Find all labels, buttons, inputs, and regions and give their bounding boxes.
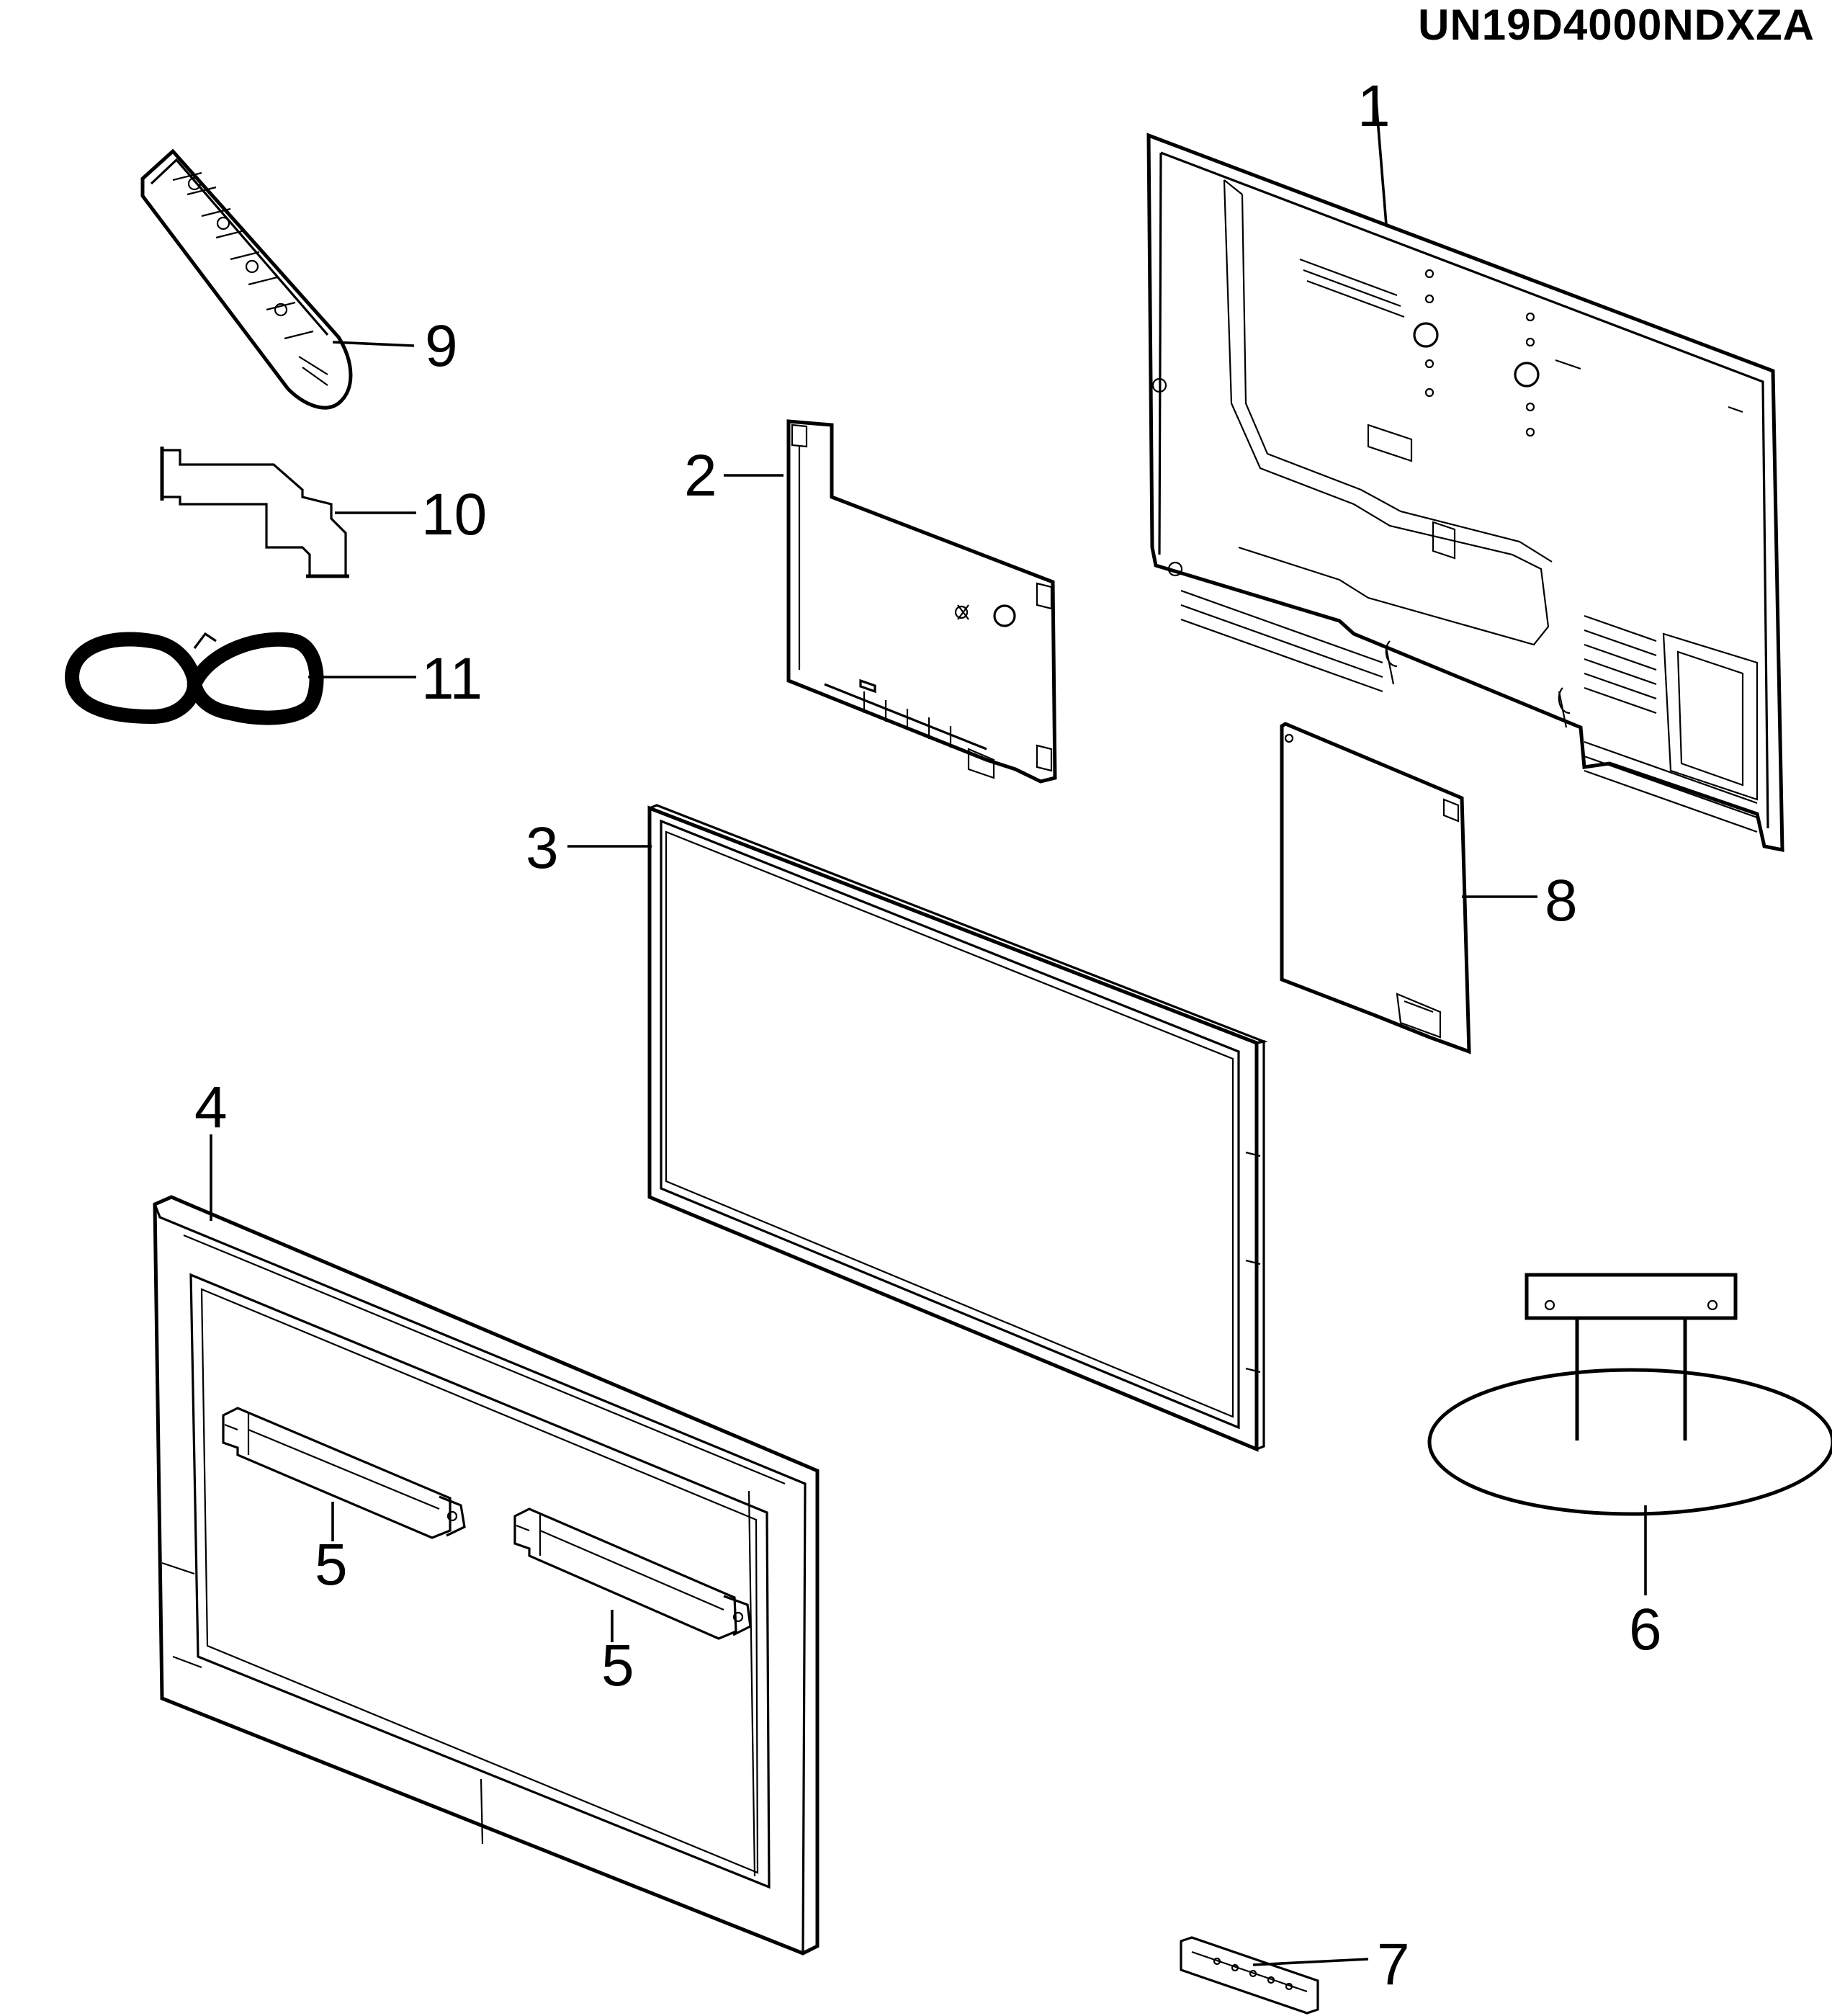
- callout-4: 4: [194, 1075, 228, 1140]
- part-6-stand: [1427, 1273, 1832, 1516]
- callout-3: 3: [526, 815, 559, 881]
- part-5-speaker-right: [513, 1507, 752, 1640]
- part-2-main-board: [786, 419, 1057, 784]
- callout-labels: 1 2 3 4 5 5 6 7 8 9 10 11: [194, 73, 1662, 1997]
- callout-5b: 5: [601, 1633, 634, 1698]
- callout-9: 9: [425, 313, 458, 379]
- part-10-ribbon-cable: [160, 447, 349, 578]
- callout-8: 8: [1545, 868, 1578, 933]
- part-11-power-cord: [64, 632, 324, 725]
- part-8-power-board: [1280, 722, 1471, 1054]
- part-9-remote-control: [140, 148, 353, 410]
- callout-6: 6: [1629, 1597, 1662, 1662]
- callout-11: 11: [421, 646, 482, 712]
- part-1-rear-cover: [1146, 133, 1784, 853]
- model-number-title: UN19D4000NDXZA: [1418, 1, 1815, 49]
- part-3-lcd-panel: [647, 804, 1268, 1452]
- callout-7: 7: [1377, 1932, 1410, 1997]
- part-4-front-bezel: [153, 1195, 820, 1955]
- callout-1: 1: [1357, 73, 1391, 139]
- leader-lines: [210, 91, 1647, 1966]
- part-5-speaker-left: [222, 1407, 466, 1539]
- callout-10: 10: [421, 482, 487, 547]
- callout-2: 2: [684, 443, 717, 509]
- part-7-function-board: [1180, 1936, 1319, 2015]
- callout-5a: 5: [315, 1532, 348, 1598]
